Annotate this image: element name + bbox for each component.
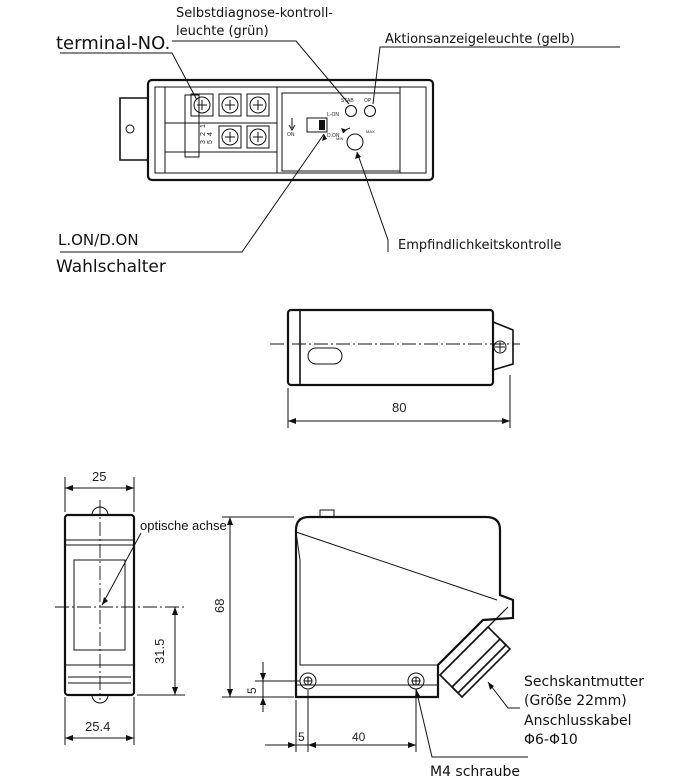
side-view-lug: [492, 321, 514, 371]
arrow-down-icon: [288, 118, 296, 131]
operation-led-icon: [364, 105, 376, 117]
terminal-screw-icon: [218, 125, 242, 149]
m4-schraube-label: M4 schraube: [430, 764, 520, 780]
sechskant-label: Sechskantmutter: [524, 674, 644, 690]
selbstdiagnose-label-2: leuchte (grün): [176, 24, 269, 39]
terminal-number: 3: [200, 140, 207, 144]
optische-achse-label: optische achse: [140, 518, 227, 533]
lon-don-label: L.ON/D.ON: [58, 231, 139, 249]
mounting-hole-icon: [125, 124, 135, 134]
cable-gland: [438, 606, 512, 699]
sensitivity-knob-icon: [346, 133, 364, 151]
callout-line: [60, 52, 198, 101]
dim-width: 25: [92, 469, 106, 484]
top-view-inner-frame: [154, 86, 427, 174]
anschlusskabel-label: Anschlusskabel: [524, 713, 632, 729]
callout-line: [172, 40, 350, 105]
top-view: 1 2 3 4 5 ON D.ON L-ON STAB OP MIN MAX: [56, 6, 620, 277]
front-view: optische achse 25 31.5 25.4: [55, 469, 227, 745]
terminal-screw-icon: [190, 93, 214, 117]
terminal-number: 5: [207, 140, 214, 144]
callout-line: [372, 46, 620, 105]
side-view-housing: [286, 308, 495, 387]
knob-label-min: MIN: [336, 136, 343, 141]
led-label-op: OP: [364, 98, 372, 104]
terminal-number: 4: [207, 132, 214, 136]
terminal-number: 1: [200, 124, 207, 128]
control-panel: [281, 92, 401, 172]
aktionsanzeige-label: Aktionsanzeigeleuchte (gelb): [385, 32, 575, 47]
led-label-stab: STAB: [341, 98, 354, 104]
callout-line: [415, 688, 528, 758]
side-elevation: 68 5 5 40 M4 schraube Sechskantmutter (G…: [212, 509, 644, 780]
front-view-lens: [73, 559, 126, 651]
side-elevation-housing: [294, 515, 515, 699]
dim-bottom-width: 25.4: [85, 719, 110, 734]
hex-screw-icon: [299, 672, 317, 690]
dim-mount-offset: 5: [245, 687, 259, 694]
front-view-bottom-lug: [91, 694, 109, 704]
dim-hole-edge: 5: [298, 730, 305, 744]
side-elevation-top-tab: [319, 509, 335, 518]
mode-switch-slider: [319, 120, 325, 130]
side-view: 80: [270, 308, 520, 428]
wahlschalter-label: Wahlschalter: [56, 257, 166, 277]
terminal-no-label: terminal-NO.: [56, 33, 170, 54]
callout-line: [356, 151, 389, 252]
side-screw-icon: [493, 340, 507, 354]
dim-axis-height: 31.5: [152, 639, 167, 664]
terminal-screw-icon: [218, 93, 242, 117]
switch-label-l-on: L-ON: [327, 112, 339, 118]
dim-length: 80: [392, 400, 406, 415]
side-view-slot: [307, 347, 343, 365]
terminal-block: [164, 86, 278, 174]
terminal-number: 2: [200, 132, 207, 136]
switch-label-d-on: D.ON: [327, 133, 340, 139]
mounting-lug: [119, 97, 148, 161]
hex-screw-icon: [407, 672, 425, 690]
terminal-strip: [184, 94, 200, 158]
dim-hole-spacing: 40: [352, 730, 366, 744]
anschlusskabel-label-2: Φ6-Φ10: [524, 732, 578, 748]
empfindlichkeit-label: Empfindlichkeitskontrolle: [398, 238, 562, 253]
callout-line: [487, 681, 520, 709]
switch-label-on: ON: [287, 132, 295, 138]
knob-label-max: MAX: [366, 129, 375, 134]
stability-led-icon: [345, 105, 357, 117]
top-view-housing: [146, 78, 435, 182]
terminal-screw-icon: [246, 93, 270, 117]
front-view-housing: [63, 513, 136, 697]
callout-line: [60, 133, 325, 253]
sechskant-label-2: (Größe 22mm): [524, 693, 627, 709]
mode-switch: [306, 117, 328, 133]
terminal-screw-icon: [246, 125, 270, 149]
dim-height: 68: [212, 599, 227, 613]
selbstdiagnose-label: Selbstdiagnose-kontroll-: [176, 6, 333, 21]
